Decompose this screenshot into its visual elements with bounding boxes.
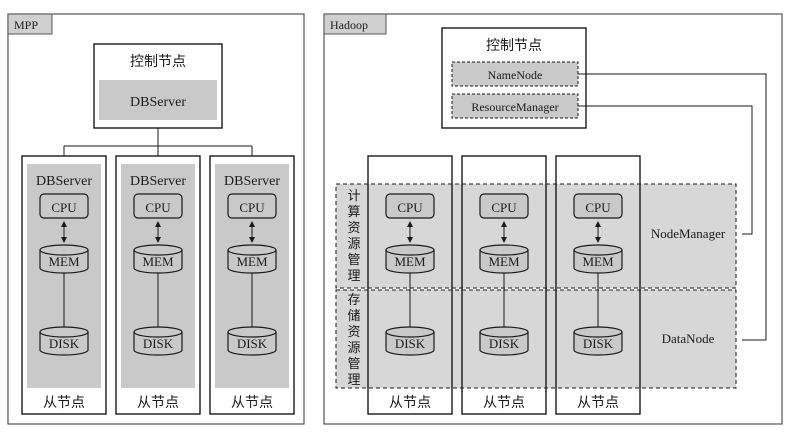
mpp-worker-2-cpu: CPU bbox=[145, 200, 171, 215]
hadoop-worker-3-footer: 从节点 bbox=[577, 395, 619, 411]
cpu-chip-icon bbox=[385, 193, 435, 219]
mpp-panel: MPP 控制节点 DBServer DBServer CPU bbox=[7, 13, 305, 425]
mpp-worker-3-dbserver: DBServer bbox=[224, 174, 280, 189]
disk-cylinder-icon bbox=[227, 326, 277, 356]
cpu-chip-icon bbox=[227, 193, 277, 219]
hadoop-service-connectors bbox=[578, 73, 767, 341]
storage-label-char-4: 源 bbox=[347, 340, 360, 355]
memory-cylinder-icon bbox=[39, 244, 89, 274]
hadoop-worker-2-footer: 从节点 bbox=[483, 395, 525, 411]
memory-cylinder-icon bbox=[573, 244, 623, 274]
compute-label-char-3: 资 bbox=[347, 220, 360, 235]
resourcemanager-label: ResourceManager bbox=[471, 100, 558, 114]
storage-label-char-1: 存 bbox=[347, 292, 360, 307]
hadoop-panel: Hadoop 控制节点 NameNode ResourceManager 计 算… bbox=[323, 13, 783, 425]
hadoop-worker-3-cpu: CPU bbox=[585, 200, 611, 215]
hadoop-worker-1-cpu: CPU bbox=[397, 200, 423, 215]
namenode-label: NameNode bbox=[488, 68, 543, 82]
hadoop-worker-2-mem: MEM bbox=[488, 254, 520, 269]
hadoop-worker-2-disk: DISK bbox=[489, 336, 520, 351]
mpp-worker-1-footer: 从节点 bbox=[43, 395, 85, 411]
memory-cylinder-icon bbox=[133, 244, 183, 274]
mpp-control-node-title: 控制节点 bbox=[130, 54, 186, 70]
cpu-chip-icon bbox=[479, 193, 529, 219]
cpu-chip-icon bbox=[39, 193, 89, 219]
mpp-worker-3-footer: 从节点 bbox=[231, 395, 273, 411]
storage-label-char-2: 储 bbox=[347, 308, 360, 323]
disk-cylinder-icon bbox=[133, 326, 183, 356]
cpu-chip-icon bbox=[133, 193, 183, 219]
hadoop-control-node-title: 控制节点 bbox=[486, 38, 542, 54]
hadoop-worker-1-footer: 从节点 bbox=[389, 395, 431, 411]
compute-label-char-6: 理 bbox=[347, 268, 360, 283]
compute-label-char-5: 管 bbox=[347, 252, 360, 267]
mpp-worker-3-disk: DISK bbox=[237, 336, 268, 351]
mpp-worker-3: DBServer CPU MEM DISK 从节点 bbox=[209, 155, 295, 415]
mpp-connectors bbox=[63, 128, 253, 156]
mpp-worker-1-mem: MEM bbox=[48, 254, 80, 269]
mpp-control-dbserver: DBServer bbox=[130, 95, 186, 110]
memory-cylinder-icon bbox=[227, 244, 277, 274]
compute-label-char-1: 计 bbox=[347, 188, 360, 203]
mpp-worker-2: DBServer CPU MEM DISK 从节点 bbox=[115, 155, 201, 415]
storage-label-char-5: 管 bbox=[347, 356, 360, 371]
nodemanager-label: NodeManager bbox=[651, 226, 726, 241]
disk-cylinder-icon bbox=[385, 326, 435, 356]
mpp-worker-2-footer: 从节点 bbox=[137, 395, 179, 411]
memory-cylinder-icon bbox=[479, 244, 529, 274]
storage-label-char-6: 理 bbox=[347, 372, 360, 387]
hadoop-worker-3-disk: DISK bbox=[583, 336, 614, 351]
hadoop-worker-3: CPU MEM DISK 从节点 bbox=[555, 155, 641, 415]
mpp-control-node: 控制节点 DBServer bbox=[93, 43, 223, 129]
cpu-chip-icon bbox=[573, 193, 623, 219]
storage-label-char-3: 资 bbox=[347, 324, 360, 339]
mpp-worker-1-dbserver: DBServer bbox=[36, 174, 92, 189]
hadoop-worker-2-cpu: CPU bbox=[491, 200, 517, 215]
mpp-worker-2-disk: DISK bbox=[143, 336, 174, 351]
disk-cylinder-icon bbox=[39, 326, 89, 356]
hadoop-label: Hadoop bbox=[330, 18, 368, 32]
mpp-worker-3-cpu: CPU bbox=[239, 200, 265, 215]
hadoop-worker-1: CPU MEM DISK 从节点 bbox=[367, 155, 453, 415]
compute-label-char-2: 算 bbox=[347, 204, 360, 219]
hadoop-control-node: 控制节点 NameNode ResourceManager bbox=[441, 27, 587, 129]
mpp-worker-1-disk: DISK bbox=[49, 336, 80, 351]
memory-cylinder-icon bbox=[385, 244, 435, 274]
mpp-worker-1: DBServer CPU MEM DISK 从节点 bbox=[21, 155, 107, 415]
datanode-label: DataNode bbox=[662, 331, 715, 346]
mpp-worker-2-dbserver: DBServer bbox=[130, 174, 186, 189]
disk-cylinder-icon bbox=[479, 326, 529, 356]
hadoop-worker-1-mem: MEM bbox=[394, 254, 426, 269]
mpp-worker-3-mem: MEM bbox=[236, 254, 268, 269]
mpp-label: MPP bbox=[14, 18, 38, 32]
hadoop-worker-3-mem: MEM bbox=[582, 254, 614, 269]
mpp-worker-1-cpu: CPU bbox=[51, 200, 77, 215]
mpp-worker-2-mem: MEM bbox=[142, 254, 174, 269]
hadoop-worker-2: CPU MEM DISK 从节点 bbox=[461, 155, 547, 415]
disk-cylinder-icon bbox=[573, 326, 623, 356]
hadoop-worker-1-disk: DISK bbox=[395, 336, 426, 351]
compute-label-char-4: 源 bbox=[347, 236, 360, 251]
